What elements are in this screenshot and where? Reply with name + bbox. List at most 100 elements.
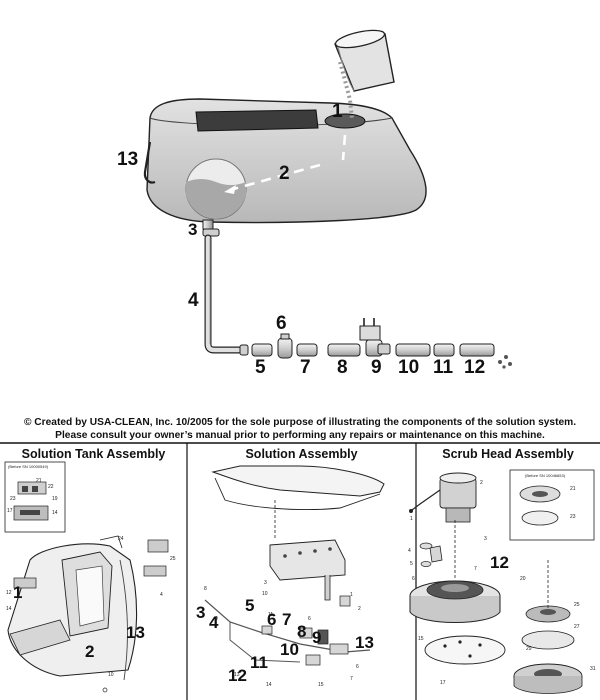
svg-text:24: 24 xyxy=(118,536,124,542)
svg-text:31: 31 xyxy=(590,666,596,672)
main-illustration: 1 2 3 4 5 6 7 8 9 10 11 12 13 xyxy=(117,29,512,378)
svg-text:3: 3 xyxy=(484,536,487,542)
svg-text:3: 3 xyxy=(264,580,267,586)
main-label-7: 7 xyxy=(300,357,311,378)
svg-text:1: 1 xyxy=(410,516,413,522)
main-label-13: 13 xyxy=(117,149,138,170)
main-label-6: 6 xyxy=(276,313,287,334)
svg-text:14: 14 xyxy=(6,606,12,612)
caption-line-2: Please consult your owner’s manual prior… xyxy=(55,430,545,441)
sol-label-6: 6 xyxy=(267,610,276,629)
water-drops xyxy=(498,355,512,369)
svg-text:1: 1 xyxy=(350,592,353,598)
panel-title-tank: Solution Tank Assembly xyxy=(21,447,166,461)
main-label-10: 10 xyxy=(398,357,419,378)
svg-text:25: 25 xyxy=(574,602,580,608)
scrub-inset-note: (Before SN 10046653) xyxy=(525,473,566,478)
svg-text:15: 15 xyxy=(318,682,324,688)
panel-title-solution: Solution Assembly xyxy=(245,447,358,461)
svg-text:14: 14 xyxy=(52,510,58,516)
svg-text:7: 7 xyxy=(350,676,353,682)
svg-text:17: 17 xyxy=(7,508,13,514)
svg-text:14: 14 xyxy=(266,682,272,688)
svg-text:10: 10 xyxy=(262,591,268,597)
svg-text:25: 25 xyxy=(170,556,176,562)
svg-text:7: 7 xyxy=(474,566,477,572)
svg-text:17: 17 xyxy=(440,680,446,686)
tank-label-13: 13 xyxy=(126,623,145,642)
pump-bracket xyxy=(269,539,346,601)
sol-label-5: 5 xyxy=(245,596,254,615)
brush-plate xyxy=(424,635,506,665)
strainer-valve xyxy=(277,333,293,359)
tank-body xyxy=(7,535,169,693)
flow-arrow-tank xyxy=(229,134,347,192)
elbow-fitting xyxy=(202,219,220,237)
main-label-8: 8 xyxy=(337,357,348,378)
bucket-pouring xyxy=(334,29,395,119)
sol-label-4: 4 xyxy=(209,613,219,632)
sol-label-7: 7 xyxy=(282,610,291,629)
svg-text:6: 6 xyxy=(356,664,359,670)
hose-segments xyxy=(239,318,512,369)
panel-scrub-head: (Before SN 10046653) 21 23 xyxy=(408,469,596,694)
tank-label-2: 2 xyxy=(85,642,94,661)
svg-text:4: 4 xyxy=(160,592,163,598)
svg-text:22: 22 xyxy=(48,484,54,490)
fill-port xyxy=(324,113,366,129)
main-hose xyxy=(204,234,244,354)
svg-text:8: 8 xyxy=(204,586,207,592)
tank-label-1: 1 xyxy=(13,583,22,602)
scrub-motor xyxy=(409,472,477,523)
svg-text:9: 9 xyxy=(215,616,218,622)
svg-text:29: 29 xyxy=(526,646,532,652)
scrub-inset: (Before SN 10046653) 21 23 xyxy=(509,469,595,541)
scrub-deck xyxy=(409,542,501,623)
svg-text:23: 23 xyxy=(10,496,16,502)
tank-handle xyxy=(143,141,156,184)
main-label-1: 1 xyxy=(332,101,343,122)
scrub-label-12: 12 xyxy=(490,553,509,572)
sol-label-12: 12 xyxy=(228,666,247,685)
svg-text:27: 27 xyxy=(574,624,580,630)
sol-label-8: 8 xyxy=(297,622,306,641)
solution-tank-outline xyxy=(211,465,385,497)
sol-label-10: 10 xyxy=(280,640,299,659)
main-label-2: 2 xyxy=(279,163,290,184)
main-label-11: 11 xyxy=(433,357,454,378)
svg-text:20: 20 xyxy=(520,576,526,582)
tank-inset: (Before SN 10000549) xyxy=(4,461,66,533)
pad-driver xyxy=(513,605,583,694)
panel-solution-assembly: 8 9 10 11 6 1 2 6 7 13 14 15 3 3 4 5 6 7… xyxy=(196,465,385,688)
svg-text:6: 6 xyxy=(308,616,311,622)
solution-hose-line xyxy=(204,599,371,653)
sol-label-11: 11 xyxy=(250,653,268,672)
sol-label-13: 13 xyxy=(355,633,374,652)
panel-title-scrub: Scrub Head Assembly xyxy=(442,447,574,461)
main-label-5: 5 xyxy=(255,357,266,378)
svg-text:2: 2 xyxy=(480,480,483,486)
tank-opening xyxy=(195,109,319,132)
tank-inset-note: (Before SN 10000549) xyxy=(8,464,49,469)
svg-text:21: 21 xyxy=(36,478,42,484)
caption-line-1: © Created by USA-CLEAN, Inc. 10/2005 for… xyxy=(23,417,577,428)
sol-label-9: 9 xyxy=(312,628,321,647)
main-label-3: 3 xyxy=(188,220,197,239)
svg-text:15: 15 xyxy=(418,636,424,642)
svg-text:6: 6 xyxy=(412,576,415,582)
solenoid-valve xyxy=(359,318,391,357)
svg-text:11: 11 xyxy=(268,612,273,618)
solution-tank xyxy=(143,98,427,224)
sol-label-3: 3 xyxy=(196,603,205,622)
svg-text:23: 23 xyxy=(570,514,576,520)
svg-text:21: 21 xyxy=(570,486,576,492)
svg-text:4: 4 xyxy=(408,548,411,554)
svg-text:12: 12 xyxy=(6,590,12,596)
svg-text:10: 10 xyxy=(108,672,114,678)
panel-solution-tank: (Before SN 10000549) 21 22 23 19 17 14 2 xyxy=(4,461,176,693)
main-label-9: 9 xyxy=(371,357,382,378)
main-label-4: 4 xyxy=(188,290,199,311)
main-label-12: 12 xyxy=(464,357,485,378)
svg-text:19: 19 xyxy=(52,496,58,502)
